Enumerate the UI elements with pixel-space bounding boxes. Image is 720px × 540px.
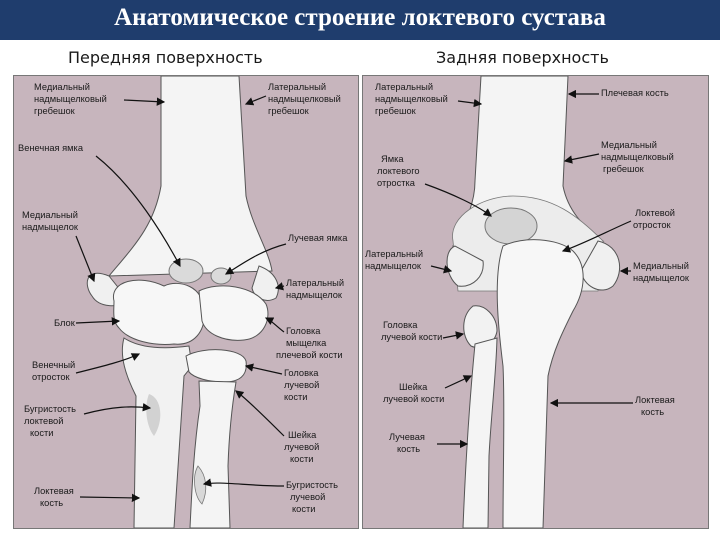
label-medial-crest-anterior: Медиальный надмыщелковый гребешок	[34, 82, 109, 116]
olecranon-fossa-shape	[484, 207, 538, 245]
radial-fossa-shape	[210, 267, 232, 285]
posterior-elbow-illustration: Латеральный надмыщелковый гребешок Плече…	[365, 76, 691, 528]
capitulum-shape	[198, 285, 269, 341]
label-trochlea: Блок	[54, 318, 76, 328]
label-lateral-epicondyle-posterior: Латеральный надмыщелок	[365, 249, 426, 271]
radial-head-shape	[185, 349, 247, 383]
label-ulnar-tuberosity: Бугристость локтевой кости	[24, 404, 79, 438]
label-radial-neck-posterior: Шейка лучевой кости	[383, 382, 444, 404]
anterior-elbow-illustration: Медиальный надмыщелковый гребешок Латера…	[18, 76, 348, 528]
label-lateral-crest-posterior: Латеральный надмыщелковый гребешок	[375, 82, 450, 116]
label-radial-head-anterior: Головка лучевой кости	[284, 368, 322, 402]
label-lateral-epicondyle-anterior: Латеральный надмыщелок	[286, 278, 347, 300]
trochlea-shape	[113, 279, 205, 345]
posterior-lateral-epicondyle-shape	[446, 245, 484, 287]
posterior-view-title: Задняя поверхность	[436, 48, 609, 67]
label-ulna-posterior: Локтевая кость	[635, 395, 677, 417]
label-humerus: Плечевая кость	[601, 88, 669, 98]
label-lateral-crest-anterior: Латеральный надмыщелковый гребешок	[268, 82, 343, 116]
radius-shaft-shape	[189, 380, 237, 528]
humerus-shaft	[107, 76, 273, 277]
anterior-view-title: Передняя поверхность	[68, 48, 263, 67]
label-olecranon: Локтевой отросток	[633, 208, 678, 230]
title-bar: Анатомическое строение локтевого сустава	[0, 0, 720, 40]
label-radial-head-posterior: Головка лучевой кости	[381, 320, 442, 342]
label-medial-epicondyle-posterior: Медиальный надмыщелок	[633, 261, 691, 283]
label-medial-epicondyle-anterior: Медиальный надмыщелок	[22, 210, 80, 232]
coronoid-fossa-shape	[168, 258, 204, 284]
label-medial-crest-posterior: Медиальный надмыщелковый гребешок	[601, 140, 676, 174]
page-title: Анатомическое строение локтевого сустава	[114, 4, 606, 31]
label-radial-fossa: Лучевая ямка	[288, 233, 348, 243]
posterior-medial-epicondyle-shape	[580, 240, 621, 291]
posterior-radius-shape	[462, 337, 498, 528]
label-coronoid-process: Венечный отросток	[32, 360, 78, 382]
label-radius: Лучевая кость	[389, 432, 428, 454]
label-radial-tuberosity: Бугристость лучевой кости	[286, 480, 341, 514]
label-olecranon-fossa: Ямка локтевого отростка	[377, 154, 422, 188]
label-capitulum: Головка мыщелка плечевой кости	[276, 326, 343, 360]
anterior-view-panel: Медиальный надмыщелковый гребешок Латера…	[13, 75, 359, 529]
olecranon-shape	[496, 239, 584, 528]
label-coronoid-fossa: Венечная ямка	[18, 143, 84, 153]
ulna-shape	[121, 337, 193, 528]
label-ulna-anterior: Локтевая кость	[34, 486, 76, 508]
label-radial-neck-anterior: Шейка лучевой кости	[284, 430, 322, 464]
posterior-view-panel: Латеральный надмыщелковый гребешок Плече…	[362, 75, 709, 529]
